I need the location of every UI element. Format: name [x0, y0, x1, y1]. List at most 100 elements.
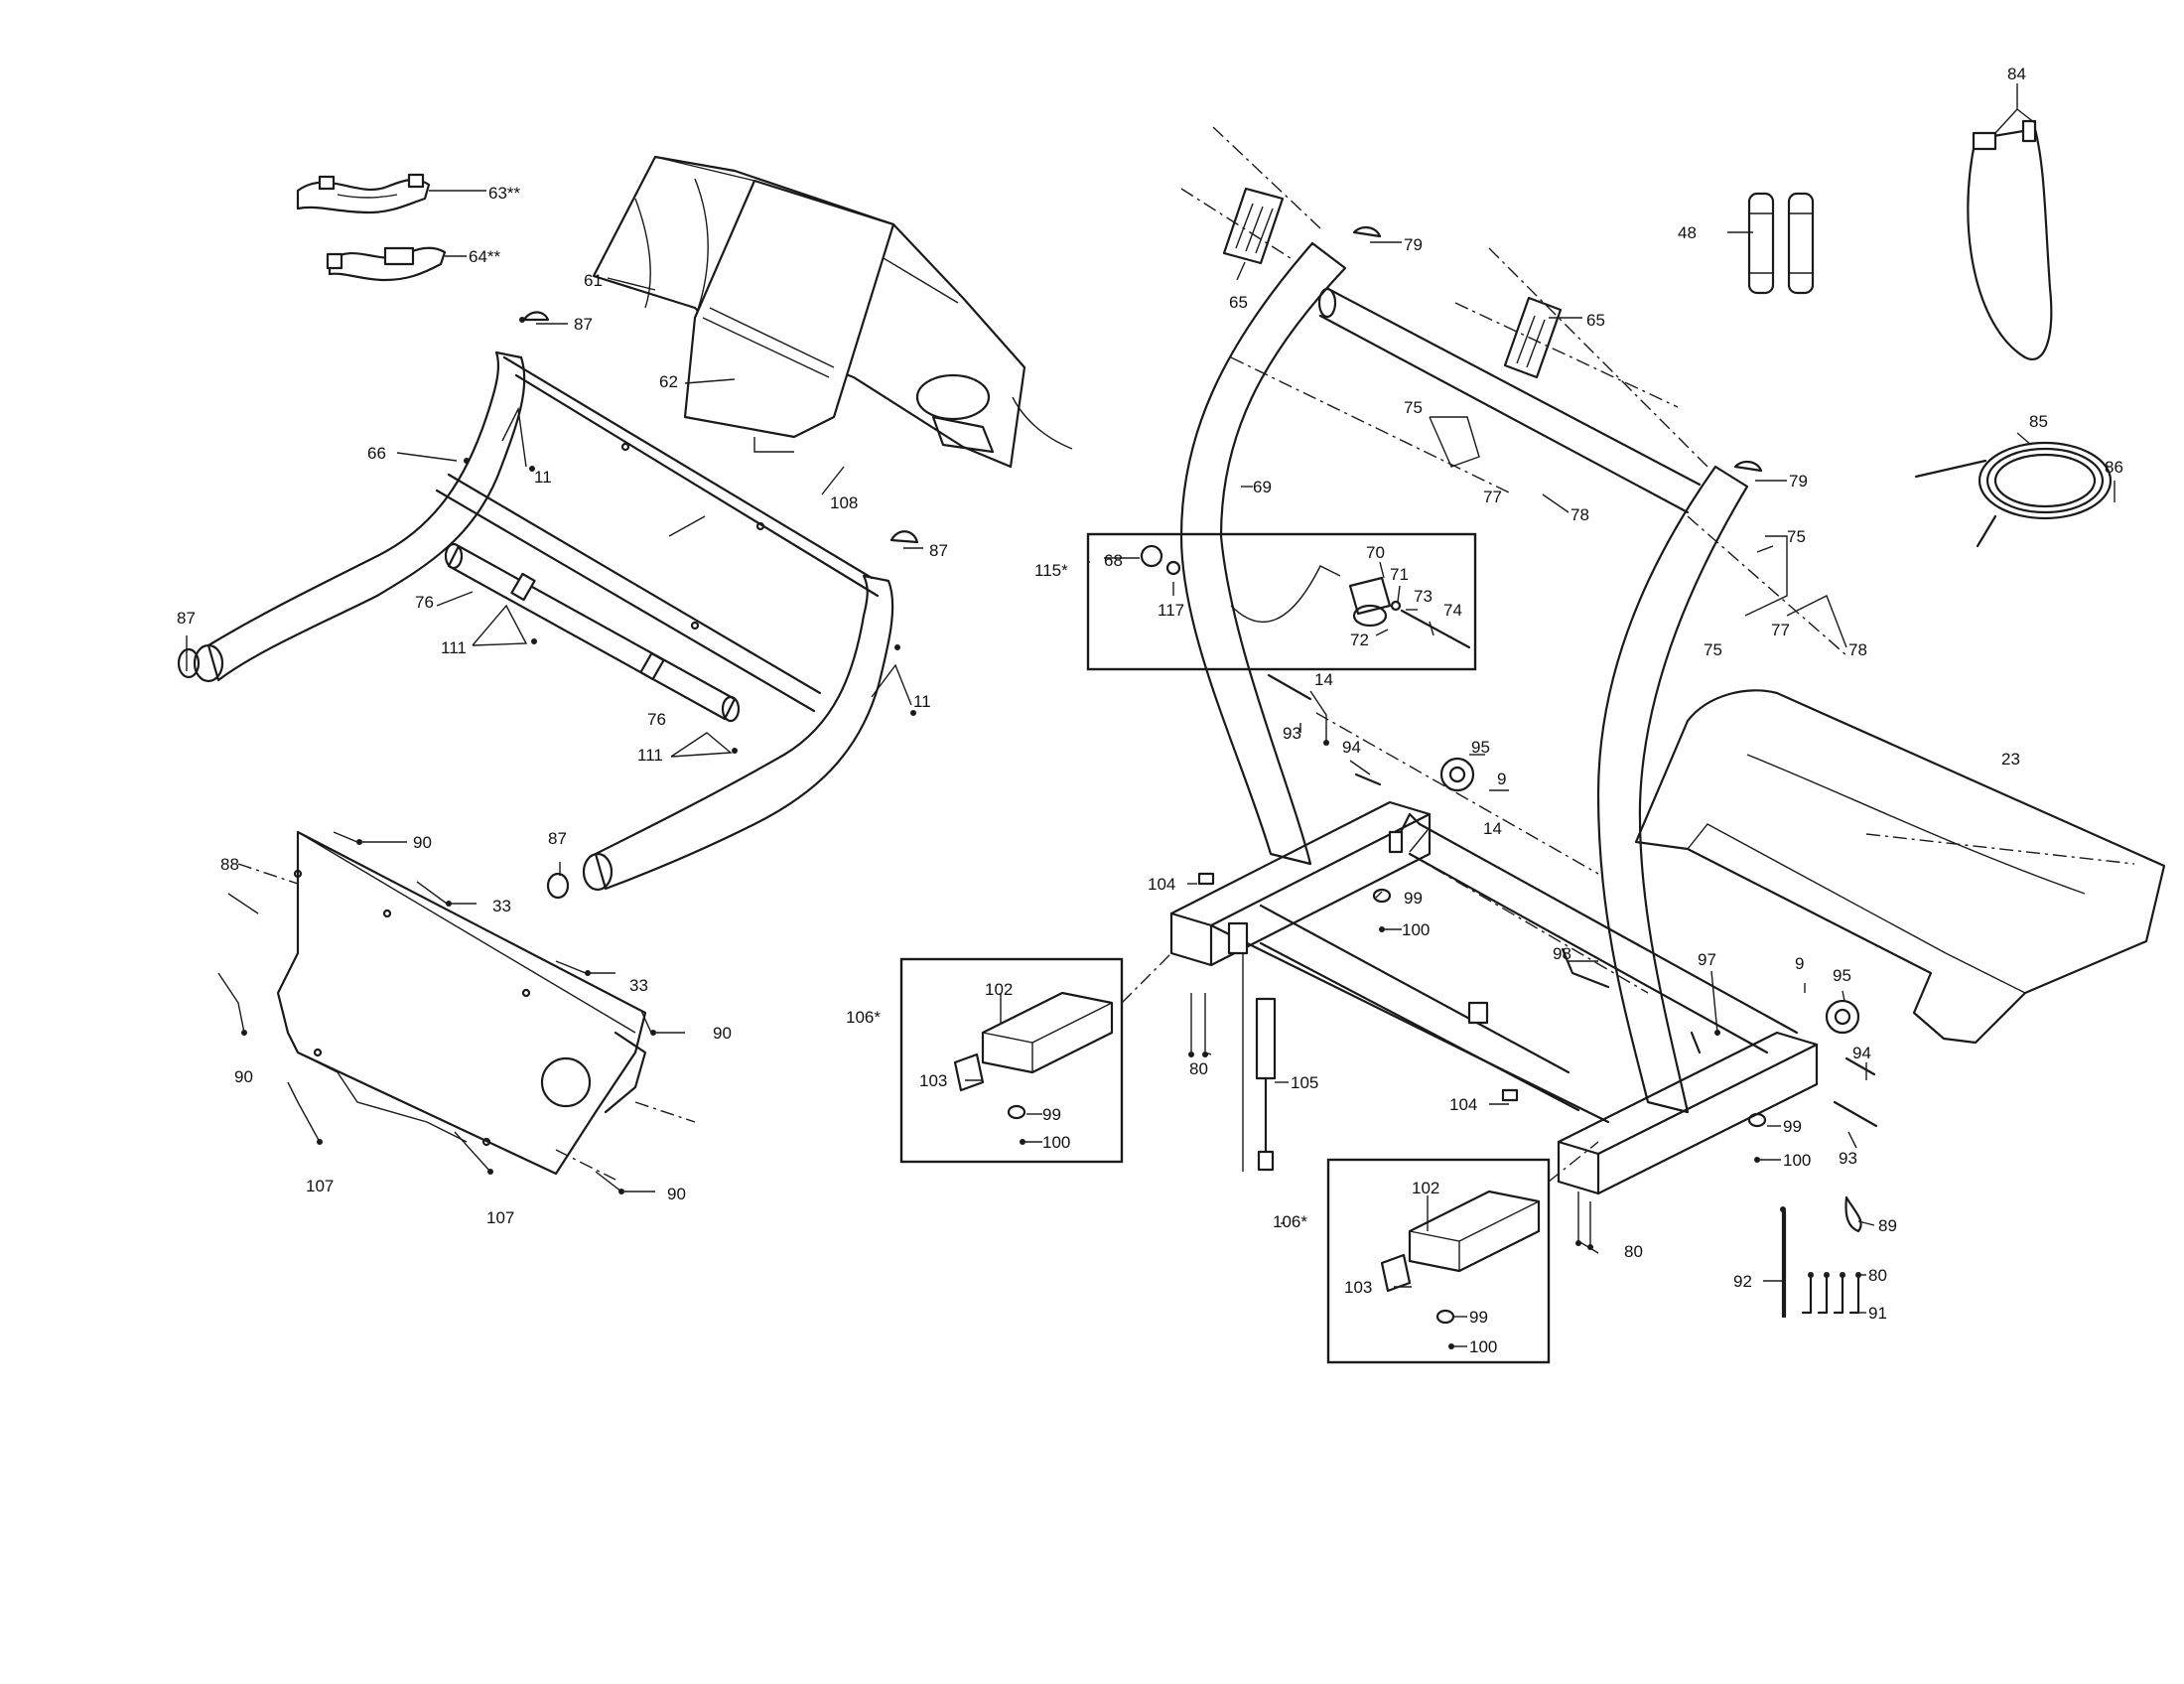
callout-65: 65: [1586, 311, 1605, 330]
callout-76: 76: [415, 593, 434, 612]
callout-88: 88: [220, 855, 239, 874]
callout-87: 87: [548, 829, 567, 848]
callout-14: 14: [1314, 670, 1333, 689]
callout-80: 80: [1624, 1242, 1643, 1261]
callout-69: 69: [1253, 478, 1272, 496]
hardware-box-106-a: [899, 957, 1124, 1164]
callout-77: 77: [1771, 621, 1790, 639]
callout-107: 107: [306, 1177, 334, 1195]
upper-crossbar: [1317, 287, 1702, 514]
lift-cylinder-105: [1242, 953, 1277, 1172]
callout-86: 86: [2105, 458, 2123, 477]
callout-104: 104: [1449, 1095, 1477, 1114]
callout-9: 9: [1497, 770, 1506, 788]
frame-hardware: [1197, 673, 1878, 1128]
chest-strap-64: [326, 246, 447, 282]
hardware-box-115: [1086, 532, 1477, 671]
callout-labels: 63** 64** 61 62 87 66 11 108 87 87 76 11…: [177, 65, 2123, 1356]
chest-strap-63: [296, 173, 431, 214]
callout-103: 103: [1344, 1278, 1372, 1297]
callout-11: 11: [534, 468, 552, 487]
callout-84: 84: [2007, 65, 2026, 83]
callout-105: 105: [1291, 1073, 1318, 1092]
pulse-sensor-65-left: [1222, 187, 1285, 265]
callout-90: 90: [234, 1067, 253, 1086]
callout-87: 87: [929, 541, 948, 560]
power-cord-85: [1914, 441, 2113, 548]
callout-75: 75: [1787, 527, 1806, 546]
callout-64: 64**: [469, 247, 501, 266]
callout-62: 62: [659, 372, 678, 391]
callout-104: 104: [1148, 875, 1175, 894]
callout-23: 23: [2001, 750, 2020, 769]
pulse-sensor-65-right: [1503, 296, 1563, 379]
console-overlay-62: [683, 179, 895, 453]
callout-100: 100: [1042, 1133, 1070, 1152]
callout-107: 107: [486, 1208, 514, 1227]
assembly-center-lines: [237, 126, 2135, 1183]
callout-100: 100: [1783, 1151, 1811, 1170]
end-caps-87: [177, 226, 1763, 900]
callout-93: 93: [1839, 1149, 1857, 1168]
callout-90: 90: [713, 1024, 732, 1043]
callout-78: 78: [1848, 640, 1867, 659]
callout-65: 65: [1229, 293, 1248, 312]
callout-87: 87: [574, 315, 593, 334]
callout-117: 117: [1158, 601, 1184, 620]
callout-78: 78: [1570, 505, 1589, 524]
callout-115: 115*: [1034, 561, 1068, 580]
callout-90: 90: [667, 1185, 686, 1203]
callout-99: 99: [1783, 1117, 1802, 1136]
foot-insert-102-b: [1380, 1190, 1541, 1325]
callout-92: 92: [1733, 1272, 1752, 1291]
callout-14: 14: [1483, 819, 1502, 838]
callout-91: 91: [1868, 1304, 1887, 1323]
callout-72: 72: [1350, 631, 1369, 649]
callout-68: 68: [1104, 551, 1123, 570]
callout-100: 100: [1469, 1337, 1497, 1356]
callout-87: 87: [177, 609, 196, 628]
hardware-dots: [241, 317, 1861, 1349]
callout-98: 98: [1553, 944, 1571, 963]
callout-99: 99: [1042, 1105, 1061, 1124]
callout-111: 111: [441, 638, 467, 657]
callout-9: 9: [1795, 954, 1804, 973]
callout-85: 85: [2029, 412, 2048, 431]
handrail-assembly-66: [193, 351, 894, 892]
callout-97: 97: [1698, 950, 1716, 969]
callout-103: 103: [919, 1071, 947, 1090]
callout-93: 93: [1283, 724, 1301, 743]
callout-106: 106*: [846, 1008, 881, 1027]
callout-33: 33: [492, 897, 511, 915]
hardware-box-106-b: [1326, 1158, 1551, 1364]
callout-80: 80: [1189, 1059, 1208, 1078]
weights-48: [1747, 192, 1815, 295]
callout-102: 102: [1412, 1179, 1439, 1197]
callout-100: 100: [1402, 920, 1430, 939]
callout-94: 94: [1852, 1044, 1871, 1062]
leader-lines: [186, 83, 2116, 1347]
callout-11: 11: [913, 692, 931, 711]
callout-79: 79: [1404, 235, 1423, 254]
callout-77: 77: [1483, 488, 1502, 506]
callout-66: 66: [367, 444, 386, 463]
callout-74: 74: [1443, 601, 1462, 620]
callout-61: 61: [584, 271, 603, 290]
callout-95: 95: [1471, 738, 1490, 757]
callout-48: 48: [1678, 223, 1697, 242]
callout-80: 80: [1868, 1266, 1887, 1285]
callout-95: 95: [1833, 966, 1851, 985]
callout-75: 75: [1704, 640, 1722, 659]
callout-71: 71: [1390, 565, 1409, 584]
callout-106: 106*: [1273, 1212, 1307, 1231]
callout-63: 63**: [488, 184, 521, 203]
callout-89: 89: [1878, 1216, 1897, 1235]
callout-102: 102: [985, 980, 1013, 999]
safety-key-84: [1967, 119, 2053, 360]
callout-108: 108: [830, 493, 858, 512]
callout-76: 76: [647, 710, 666, 729]
base-frame: [1169, 800, 1819, 1195]
callout-99: 99: [1469, 1308, 1488, 1327]
deck-23: [1634, 689, 2166, 1045]
